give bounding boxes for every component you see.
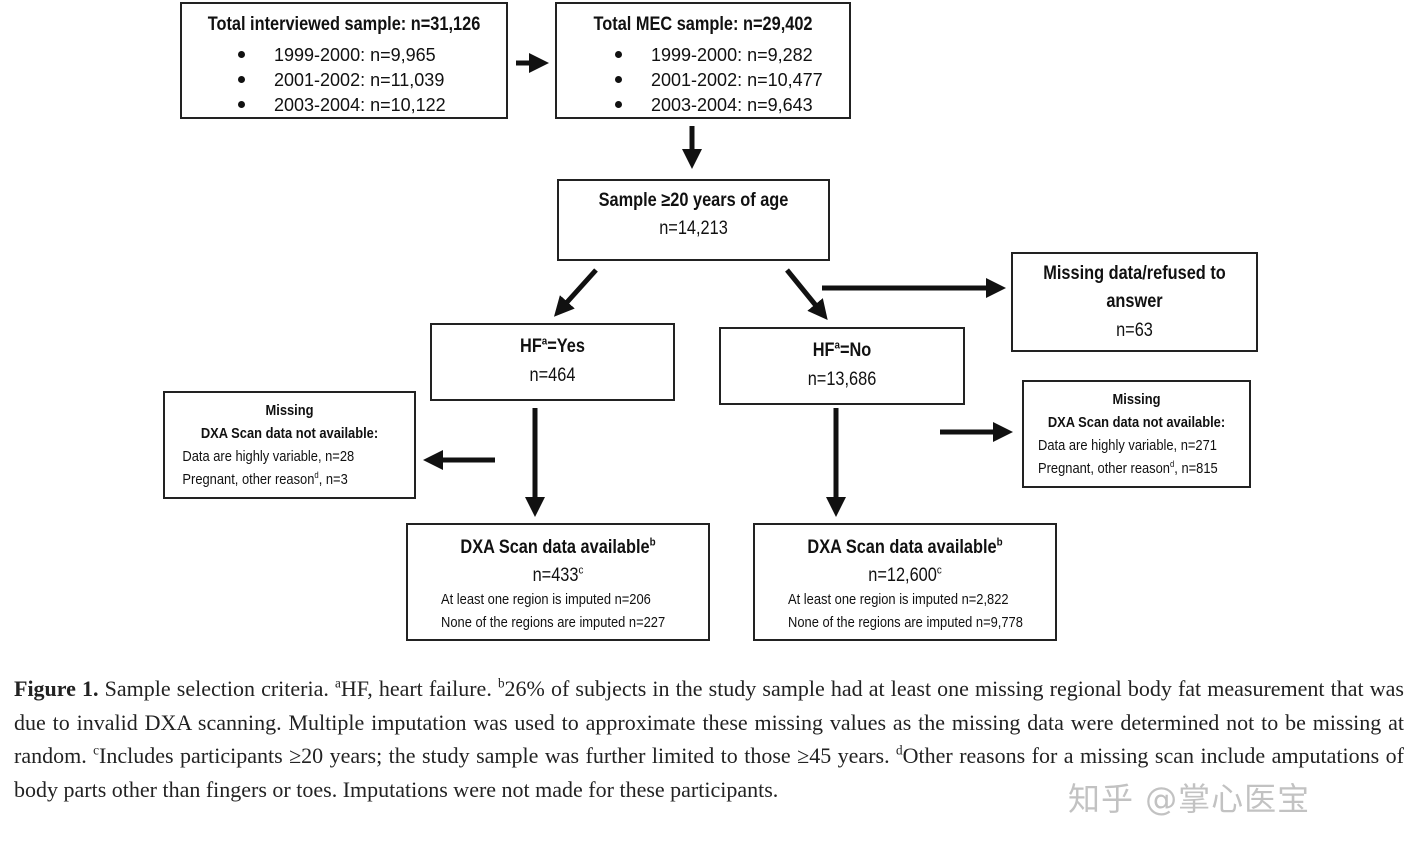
- box-hf-yes: HFa=Yes n=464: [430, 323, 675, 401]
- box-title: Total interviewed sample: n=31,126: [207, 14, 481, 35]
- bullet-icon: [615, 51, 622, 58]
- figure-caption: Figure 1. Sample selection criteria. aHF…: [14, 675, 1404, 802]
- box-title: Missing: [1112, 391, 1161, 408]
- box-count: n=433c: [532, 564, 584, 586]
- box-detail: Pregnant, other reasond, n=815: [1038, 459, 1218, 478]
- box-hf-no: HFa=No n=13,686: [719, 327, 965, 405]
- box-title: DXA Scan data availableb: [460, 536, 656, 558]
- list-item: 1999-2000: n=9,282: [615, 45, 813, 66]
- box-count: n=464: [529, 365, 576, 386]
- box-missing-refused: Missing data/refused to answer n=63: [1011, 252, 1258, 352]
- list-item: 1999-2000: n=9,965: [238, 45, 436, 66]
- list-item: 2003-2004: n=10,122: [238, 95, 446, 116]
- box-subtitle: DXA Scan data not available:: [200, 425, 379, 442]
- box-count: n=63: [1116, 320, 1153, 341]
- box-subtitle: DXA Scan data not available:: [1047, 414, 1226, 431]
- list-item: 2001-2002: n=11,039: [238, 70, 444, 91]
- box-count: n=14,213: [659, 218, 728, 239]
- arrow-age-to-hf-no: [785, 268, 828, 320]
- box-detail: None of the regions are imputed n=9,778: [788, 614, 1023, 631]
- box-title: Total MEC sample: n=29,402: [593, 14, 813, 35]
- box-detail: At least one region is imputed n=206: [441, 591, 651, 608]
- box-detail: Data are highly variable, n=28: [182, 448, 355, 465]
- caption-label: Figure 1.: [14, 676, 99, 701]
- box-title: HFa=No: [812, 339, 872, 361]
- box-detail: Pregnant, other reasond, n=3: [182, 470, 348, 489]
- box-title: Missing: [265, 402, 314, 419]
- list-item: 2003-2004: n=9,643: [615, 95, 813, 116]
- box-total-interviewed: Total interviewed sample: n=31,126 1999-…: [180, 2, 508, 119]
- box-detail: None of the regions are imputed n=227: [441, 614, 666, 631]
- box-age-20: Sample ≥20 years of age n=14,213: [557, 179, 830, 261]
- box-title: Sample ≥20 years of age: [598, 190, 789, 211]
- box-title-line1: Missing data/refused to: [1043, 263, 1226, 284]
- bullet-icon: [238, 51, 245, 58]
- box-detail: Data are highly variable, n=271: [1038, 437, 1217, 454]
- box-total-mec: Total MEC sample: n=29,402 1999-2000: n=…: [555, 2, 851, 119]
- box-dxa-available-right: DXA Scan data availableb n=12,600c At le…: [753, 523, 1057, 641]
- box-missing-dxa-right: Missing DXA Scan data not available: Dat…: [1022, 380, 1251, 488]
- box-count: n=13,686: [807, 369, 877, 390]
- list-item: 2001-2002: n=10,477: [615, 70, 823, 91]
- box-count: n=12,600c: [868, 564, 942, 586]
- box-title: HFa=Yes: [520, 335, 585, 357]
- bullet-icon: [615, 76, 622, 83]
- box-title-line2: answer: [1106, 291, 1163, 312]
- bullet-icon: [615, 101, 622, 108]
- arrow-age-to-hf-yes: [553, 268, 598, 317]
- box-title: DXA Scan data availableb: [807, 536, 1003, 558]
- bullet-icon: [238, 76, 245, 83]
- bullet-icon: [238, 101, 245, 108]
- box-detail: At least one region is imputed n=2,822: [788, 591, 1009, 608]
- box-dxa-available-left: DXA Scan data availableb n=433c At least…: [406, 523, 710, 641]
- watermark: 知乎 @掌心医宝: [1068, 780, 1311, 818]
- box-missing-dxa-left: Missing DXA Scan data not available: Dat…: [163, 391, 416, 499]
